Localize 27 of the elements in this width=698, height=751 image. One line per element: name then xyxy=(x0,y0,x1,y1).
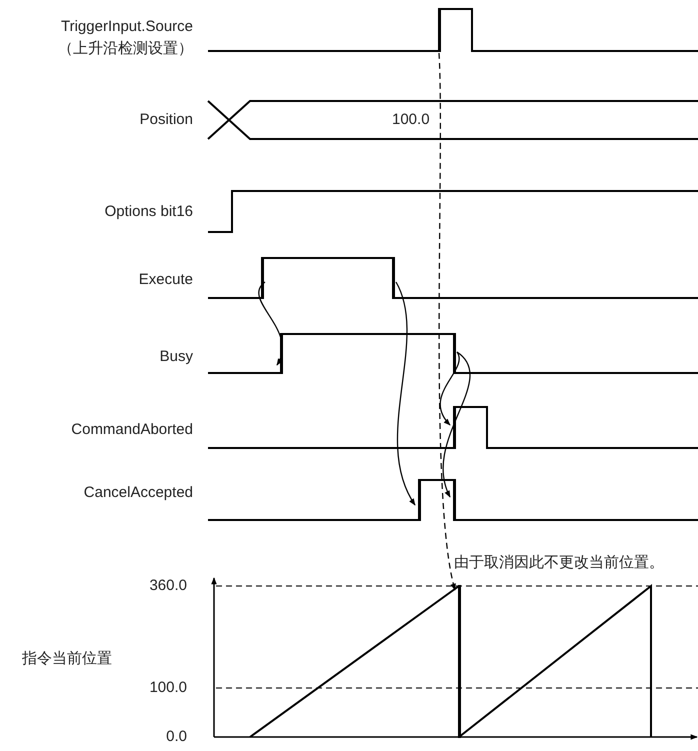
signal-label: Options bit16 xyxy=(104,203,193,221)
signal-label: Position xyxy=(140,111,193,129)
axis-tick-label: 100.0 xyxy=(149,679,187,697)
signal-edge xyxy=(452,406,456,449)
signal-edge xyxy=(280,333,282,374)
signal-label: CommandAborted xyxy=(71,421,193,439)
signal-label: CancelAccepted xyxy=(84,484,193,502)
axis-tick-label: 360.0 xyxy=(149,577,187,595)
signal-edge xyxy=(452,333,456,374)
signal-edge xyxy=(452,479,456,521)
signal-label: Execute xyxy=(138,271,193,289)
causal-arrow xyxy=(442,352,470,498)
axis-title: 指令当前位置 xyxy=(22,650,112,668)
signal-edge xyxy=(418,479,420,521)
signal-edge xyxy=(392,257,394,299)
causal-arrow xyxy=(395,282,416,506)
dashed-arrow xyxy=(438,52,456,591)
signal-edge xyxy=(438,8,440,52)
note-text: 由于取消因此不更改当前位置。 xyxy=(454,554,664,572)
signal-label: （上升沿检测设置） xyxy=(58,40,193,58)
bus-value: 100.0 xyxy=(392,111,430,129)
signal-label: TriggerInput.Source xyxy=(60,18,193,36)
causal-arrow xyxy=(440,352,460,426)
axis-tick-label: 0.0 xyxy=(166,728,187,746)
signal-edge xyxy=(458,585,460,738)
signal-edge xyxy=(260,257,264,299)
signal-label: Busy xyxy=(160,348,193,366)
